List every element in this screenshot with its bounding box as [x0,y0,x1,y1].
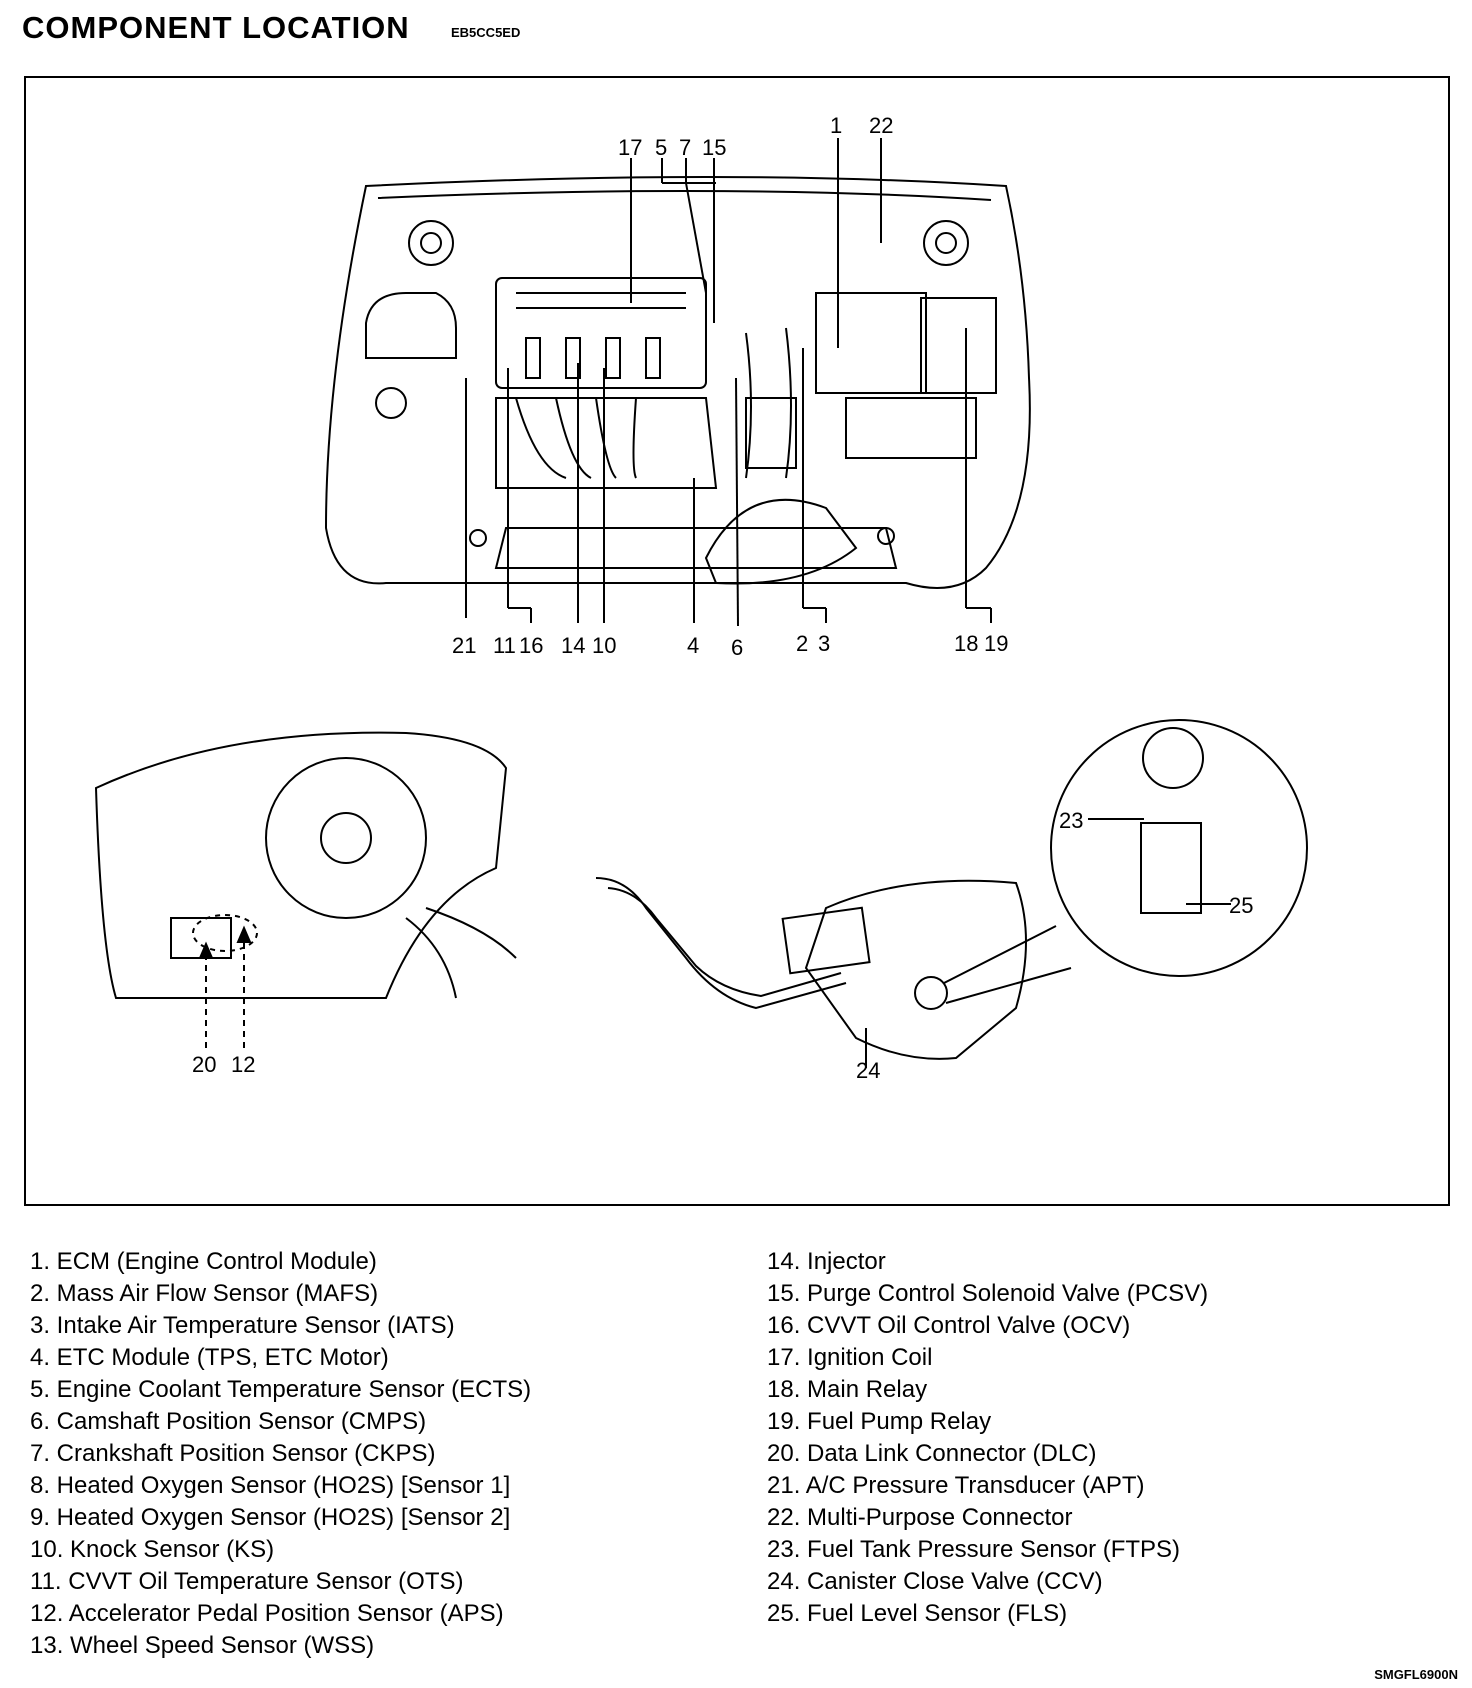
intake-hose [745,327,792,479]
callout-22: 22 [869,113,894,138]
callout-1: 1 [830,113,843,138]
legend-item: 14. Injector [767,1248,886,1275]
callout-23: 23 [1059,808,1084,833]
callout-15: 15 [702,135,727,160]
callout-25: 25 [1229,893,1254,918]
legend-item: 5. Engine Coolant Temperature Sensor (EC… [30,1376,532,1403]
legend-item: 4. ETC Module (TPS, ETC Motor) [30,1344,389,1371]
exhaust-manifold [515,397,637,479]
legend-item: 6. Camshaft Position Sensor (CMPS) [30,1408,427,1435]
callout-5: 5 [655,135,668,160]
diagram-drawing [94,138,1308,1068]
right-strut-tower [923,220,969,266]
callout-14: 14 [561,633,586,658]
callout-12: 12 [231,1052,256,1077]
legend-item: 12. Accelerator Pedal Position Sensor (A… [30,1600,504,1627]
callout-10: 10 [592,633,617,658]
fuel-pump-detail [1050,719,1308,977]
callout-16: 16 [519,633,544,658]
legend-item: 1. ECM (Engine Control Module) [30,1248,377,1275]
legend-item: 16. CVVT Oil Control Valve (OCV) [767,1312,1131,1339]
component-diagram: 1 22 17 5 7 15 21 11 16 14 10 4 6 2 3 18… [24,76,1450,1206]
callout-4: 4 [687,633,700,658]
figure-code: SMGFL6900N [1374,1667,1458,1682]
legend-item: 15. Purge Control Solenoid Valve (PCSV) [767,1280,1209,1307]
legend-item: 20. Data Link Connector (DLC) [767,1440,1097,1467]
legend-item: 23. Fuel Tank Pressure Sensor (FTPS) [767,1536,1181,1563]
legend-item: 17. Ignition Coil [767,1344,933,1371]
callout-21: 21 [452,633,477,658]
callout-6: 6 [731,635,744,660]
legend-item: 24. Canister Close Valve (CCV) [767,1568,1103,1595]
engine-bay-outline [324,176,1031,589]
legend-right: 14. Injector 15. Purge Control Solenoid … [767,1246,1208,1630]
legend-item: 11. CVVT Oil Temperature Sensor (OTS) [30,1568,464,1595]
legend-item: 25. Fuel Level Sensor (FLS) [767,1600,1068,1627]
page-title: COMPONENT LOCATION [22,10,410,45]
callout-24: 24 [856,1058,881,1083]
document-code: EB5CC5ED [451,25,521,40]
fuel-pump-module [1140,822,1202,914]
dashboard [94,731,508,999]
legend-item: 9. Heated Oxygen Sensor (HO2S) [Sensor 2… [30,1504,511,1531]
coolant-reservoir [365,292,457,359]
legend-item: 2. Mass Air Flow Sensor (MAFS) [30,1280,379,1307]
legend-item: 21. A/C Pressure Transducer (APT) [767,1472,1145,1499]
callout-3: 3 [818,631,831,656]
legend-item: 7. Crankshaft Position Sensor (CKPS) [30,1440,436,1467]
legend-item: 22. Multi-Purpose Connector [767,1504,1073,1531]
callout-7: 7 [679,135,692,160]
relay-box [920,297,997,394]
legend-item: 8. Heated Oxygen Sensor (HO2S) [Sensor 1… [30,1472,511,1499]
air-cleaner [815,292,927,394]
steering-wheel [265,757,427,919]
callout-17: 17 [618,135,643,160]
legend-item: 18. Main Relay [767,1376,928,1403]
callout-11: 11 [493,633,516,658]
callout-2: 2 [796,631,809,656]
radiator-shroud [704,498,858,585]
battery [845,397,977,459]
legend-item: 3. Intake Air Temperature Sensor (IATS) [30,1312,455,1339]
filler-neck [595,877,847,1010]
callout-18: 18 [954,631,979,656]
legend-item: 10. Knock Sensor (KS) [30,1536,275,1563]
canister [781,906,871,975]
legend-item: 19. Fuel Pump Relay [767,1408,992,1435]
legend-item: 13. Wheel Speed Sensor (WSS) [30,1632,375,1659]
cylinder-head [495,277,707,389]
fuel-tank [804,879,1027,1060]
callout-20: 20 [192,1052,217,1077]
callout-19: 19 [984,631,1009,656]
legend-left: 1. ECM (Engine Control Module) 2. Mass A… [30,1246,531,1662]
left-strut-tower [408,220,454,266]
